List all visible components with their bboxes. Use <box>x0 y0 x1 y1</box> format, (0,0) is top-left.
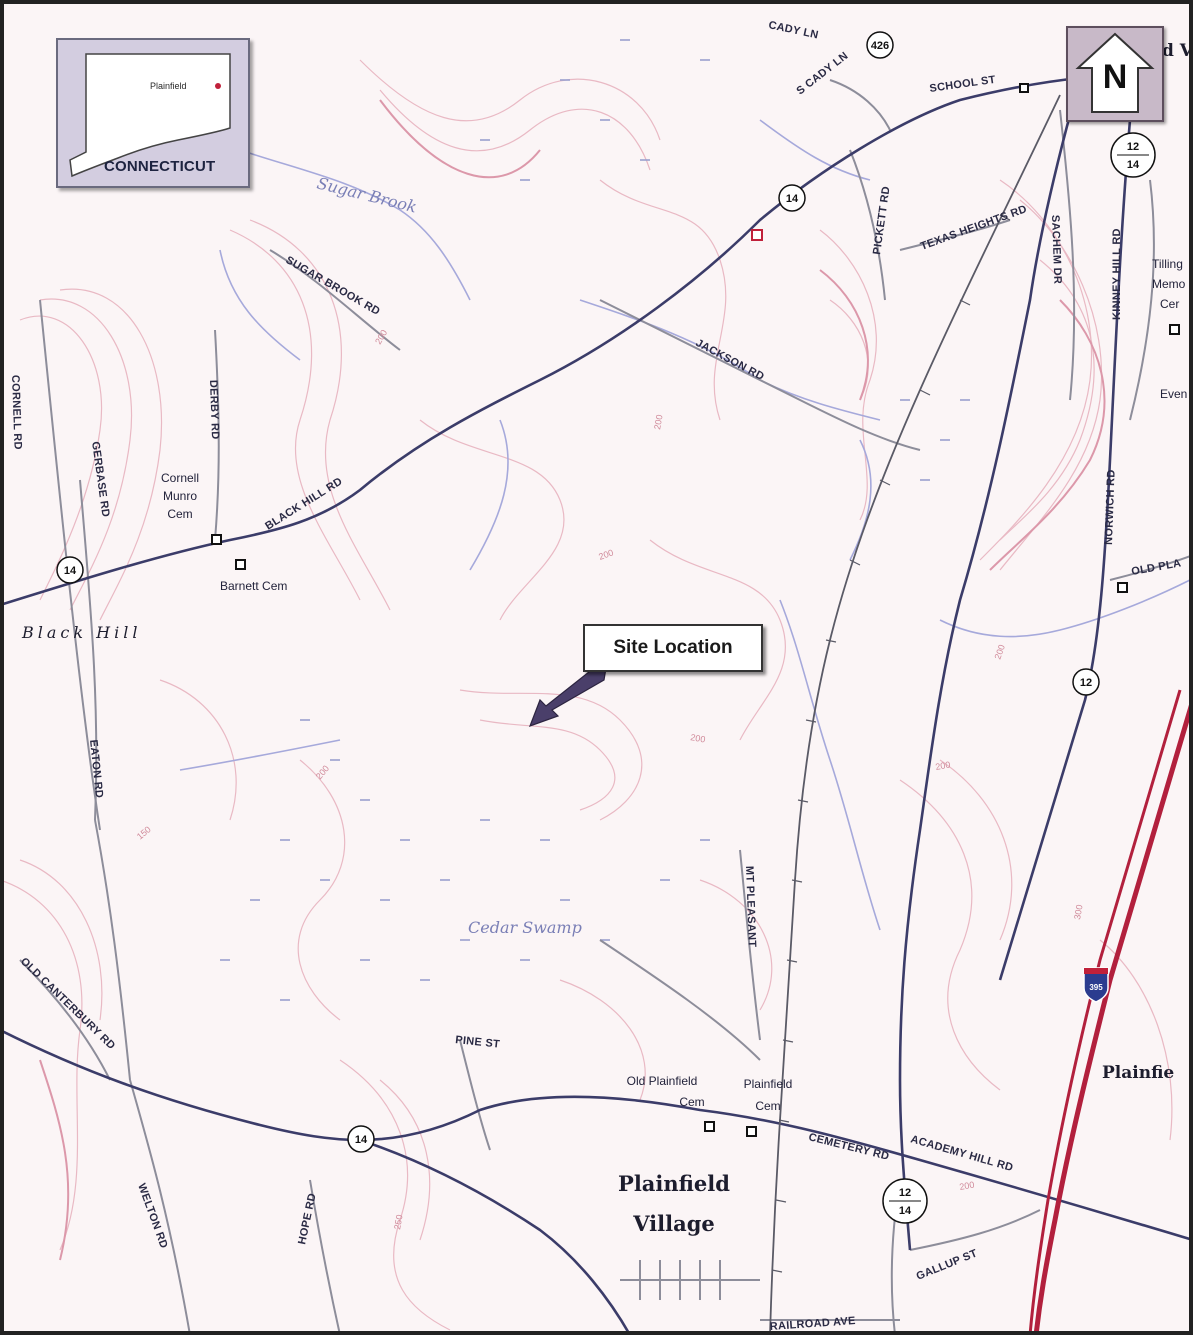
north-arrow-icon <box>1075 32 1155 113</box>
site-location-callout: Site Location <box>583 624 763 672</box>
interstate-shield: 395 <box>1083 967 1109 1003</box>
cornell-munro-cem-label: Munro <box>163 489 197 503</box>
contour-label: 200 <box>690 732 707 744</box>
swamp-marks <box>220 39 970 1001</box>
tillinghast-cem-marker <box>1169 324 1180 335</box>
inset-place-label: Plainfield <box>150 81 187 91</box>
route-426-shield: 426 <box>866 31 894 59</box>
railroad-ave-label: RAILROAD AVE <box>769 1315 856 1333</box>
interstate-highway <box>1028 689 1193 1335</box>
route-12-label: 12 <box>1127 141 1139 153</box>
plainfield-cem-label: Plainfield <box>744 1077 793 1091</box>
barnett-cem-label: Barnett Cem <box>220 579 287 593</box>
north-arrow-label: N <box>1102 58 1128 96</box>
route-14-label: 14 <box>355 1134 368 1146</box>
site-location-arrow <box>528 667 607 728</box>
tillinghast-cem-label: Cer <box>1160 297 1179 311</box>
cedar-swamp-label: Cedar Swamp <box>468 918 582 937</box>
main-roads <box>0 76 1193 1335</box>
minor-roads <box>19 79 1193 1335</box>
contour-label: 200 <box>935 760 952 772</box>
top-edge-label: d V <box>1162 41 1193 61</box>
railroad-ties <box>771 214 1011 1273</box>
railroad <box>769 94 1061 1335</box>
route-14-label: 14 <box>899 1205 912 1217</box>
cemetery-markers <box>211 83 1180 1137</box>
cornell-munro-cem-label: Cornell <box>161 471 199 485</box>
building-marker <box>1117 582 1128 593</box>
old-plainfield-cem-label: Old Plainfield <box>627 1074 698 1088</box>
north-arrow: N <box>1066 26 1164 122</box>
route-12-shield: 12 <box>1072 668 1100 696</box>
contour-label: 300 <box>1072 904 1084 921</box>
route-12-14-shield-north: 12 14 <box>1110 132 1156 178</box>
contour-label: 200 <box>597 547 615 562</box>
tillinghast-cem-label: Memo <box>1152 277 1186 291</box>
pine-st-label: PINE ST <box>455 1034 501 1051</box>
connecticut-outline <box>69 53 231 178</box>
plainfield-dot-icon <box>215 83 221 89</box>
contour-label: 200 <box>959 1180 976 1192</box>
route-14-shield-west: 14 <box>56 556 84 584</box>
kinney-hill-rd-label: KINNEY HILL RD <box>1111 228 1123 320</box>
even-label: Even <box>1160 387 1187 401</box>
route-12-label: 12 <box>899 1187 911 1199</box>
cornell-munro-cem-label: Cem <box>167 507 192 521</box>
old-plainfield-cem-marker <box>704 1121 715 1132</box>
norwich-rd-label: NORWICH RD <box>1103 469 1118 545</box>
plainfield-village-label: Plainfield <box>618 1171 730 1196</box>
black-hill-label: Black Hill <box>21 623 141 642</box>
route-14-shield-upper: 14 <box>778 184 806 212</box>
contour-lines <box>0 59 1173 1331</box>
route-426-label: 426 <box>871 40 889 52</box>
connecticut-inset-map: Plainfield CONNECTICUT <box>56 38 250 188</box>
cornell-rd-label: CORNELL RD <box>9 375 24 450</box>
route-12-label: 12 <box>1080 677 1092 689</box>
contour-label: 200 <box>992 643 1007 661</box>
plainfield-cem-marker <box>746 1126 757 1137</box>
tillinghast-cem-label: Tilling <box>1152 257 1183 271</box>
interstate-label: 395 <box>1089 983 1103 992</box>
mt-pleasant-label: MT PLEASANT <box>743 866 758 948</box>
contour-label: 200 <box>652 414 664 431</box>
route-12-14-shield-south: 12 14 <box>882 1178 928 1224</box>
red-building-marker <box>751 229 763 241</box>
plainfield-town-label: Plainfie <box>1102 1063 1174 1083</box>
route-14-label: 14 <box>64 565 77 577</box>
inset-state-label: CONNECTICUT <box>104 158 216 175</box>
plainfield-cem-label: Cem <box>755 1099 780 1113</box>
school-marker <box>1019 83 1029 93</box>
contour-label: 250 <box>392 1214 404 1231</box>
barnett-cem-marker <box>235 559 246 570</box>
route-14-label: 14 <box>786 193 799 205</box>
old-plainfield-cem-label: Cem <box>679 1095 704 1109</box>
sachem-dr-label: SACHEM DR <box>1049 215 1063 285</box>
plainfield-village-label: Village <box>632 1211 715 1236</box>
route-14-shield-south: 14 <box>347 1125 375 1153</box>
index-contours <box>39 99 1106 1261</box>
route-14-label: 14 <box>1127 159 1140 171</box>
cornell-munro-cem-marker <box>211 534 222 545</box>
derby-rd-label: DERBY RD <box>207 380 221 440</box>
